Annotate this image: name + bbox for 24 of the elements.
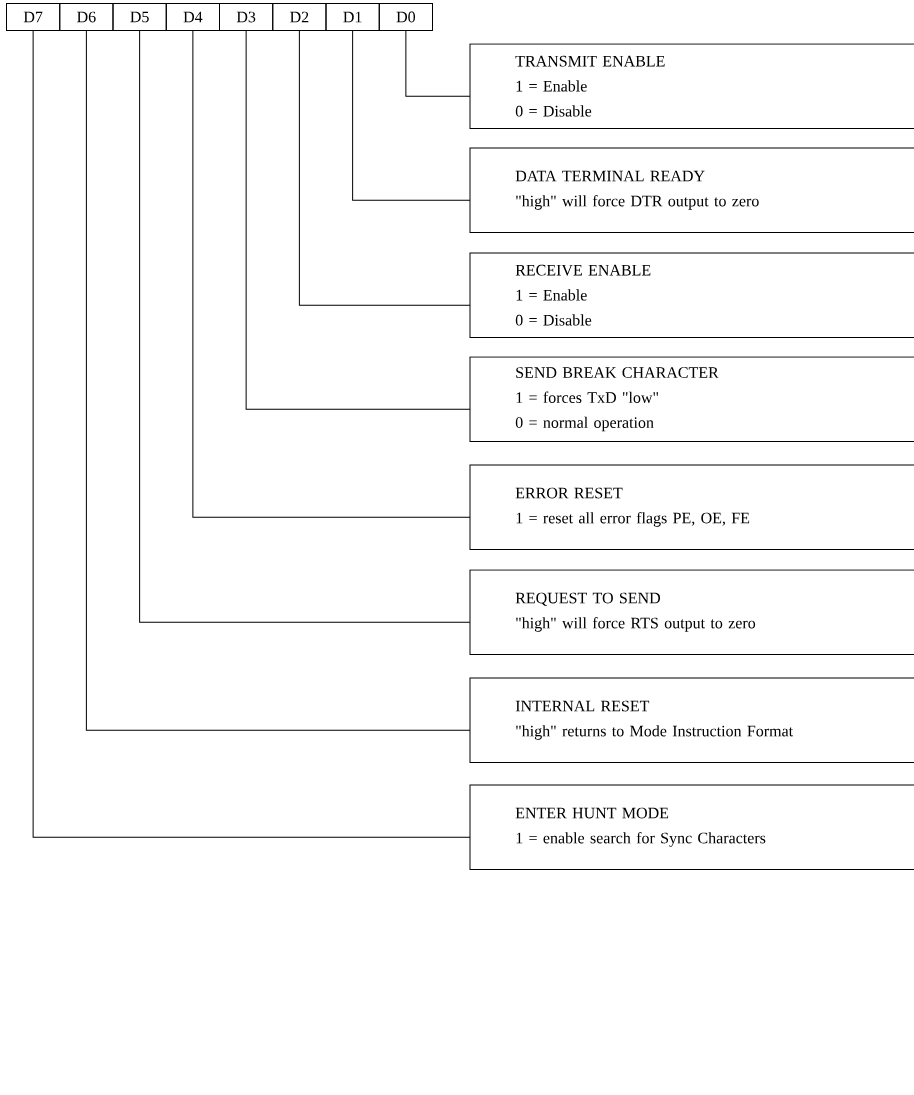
register-cell: D5 bbox=[112, 3, 167, 31]
register-cell: D2 bbox=[272, 3, 327, 31]
register-cell: D3 bbox=[219, 3, 274, 31]
connector-line bbox=[139, 30, 471, 623]
connector-line bbox=[32, 30, 471, 838]
description-box: REQUEST TO SEND "high" will force RTS output to zero bbox=[469, 569, 914, 655]
register-cell: D0 bbox=[378, 3, 433, 31]
connector-line bbox=[352, 30, 471, 201]
register-cell: D7 bbox=[6, 3, 61, 31]
description-box: SEND BREAK CHARACTER 1 = forces TxD "low" 0 = normal operation bbox=[469, 356, 914, 442]
register-cell: D4 bbox=[165, 3, 220, 31]
connector-line bbox=[192, 30, 471, 518]
description-box: ENTER HUNT MODE 1 = enable search for Sync Characters bbox=[469, 784, 914, 870]
connector-line bbox=[85, 30, 471, 731]
description-box: TRANSMIT ENABLE 1 = Enable 0 = Disable bbox=[469, 43, 914, 129]
register-cell: D6 bbox=[59, 3, 114, 31]
description-box: DATA TERMINAL READY "high" will force DTR output to zero bbox=[469, 147, 914, 233]
description-box: ERROR RESET 1 = reset all error flags PE, OE, FE bbox=[469, 464, 914, 550]
connector-line bbox=[298, 30, 471, 306]
description-box: RECEIVE ENABLE 1 = Enable 0 = Disable bbox=[469, 252, 914, 338]
connector-line bbox=[245, 30, 471, 410]
connector-line bbox=[405, 30, 471, 97]
description-box: INTERNAL RESET "high" returns to Mode Instruction Format bbox=[469, 677, 914, 763]
register-cell: D1 bbox=[325, 3, 380, 31]
